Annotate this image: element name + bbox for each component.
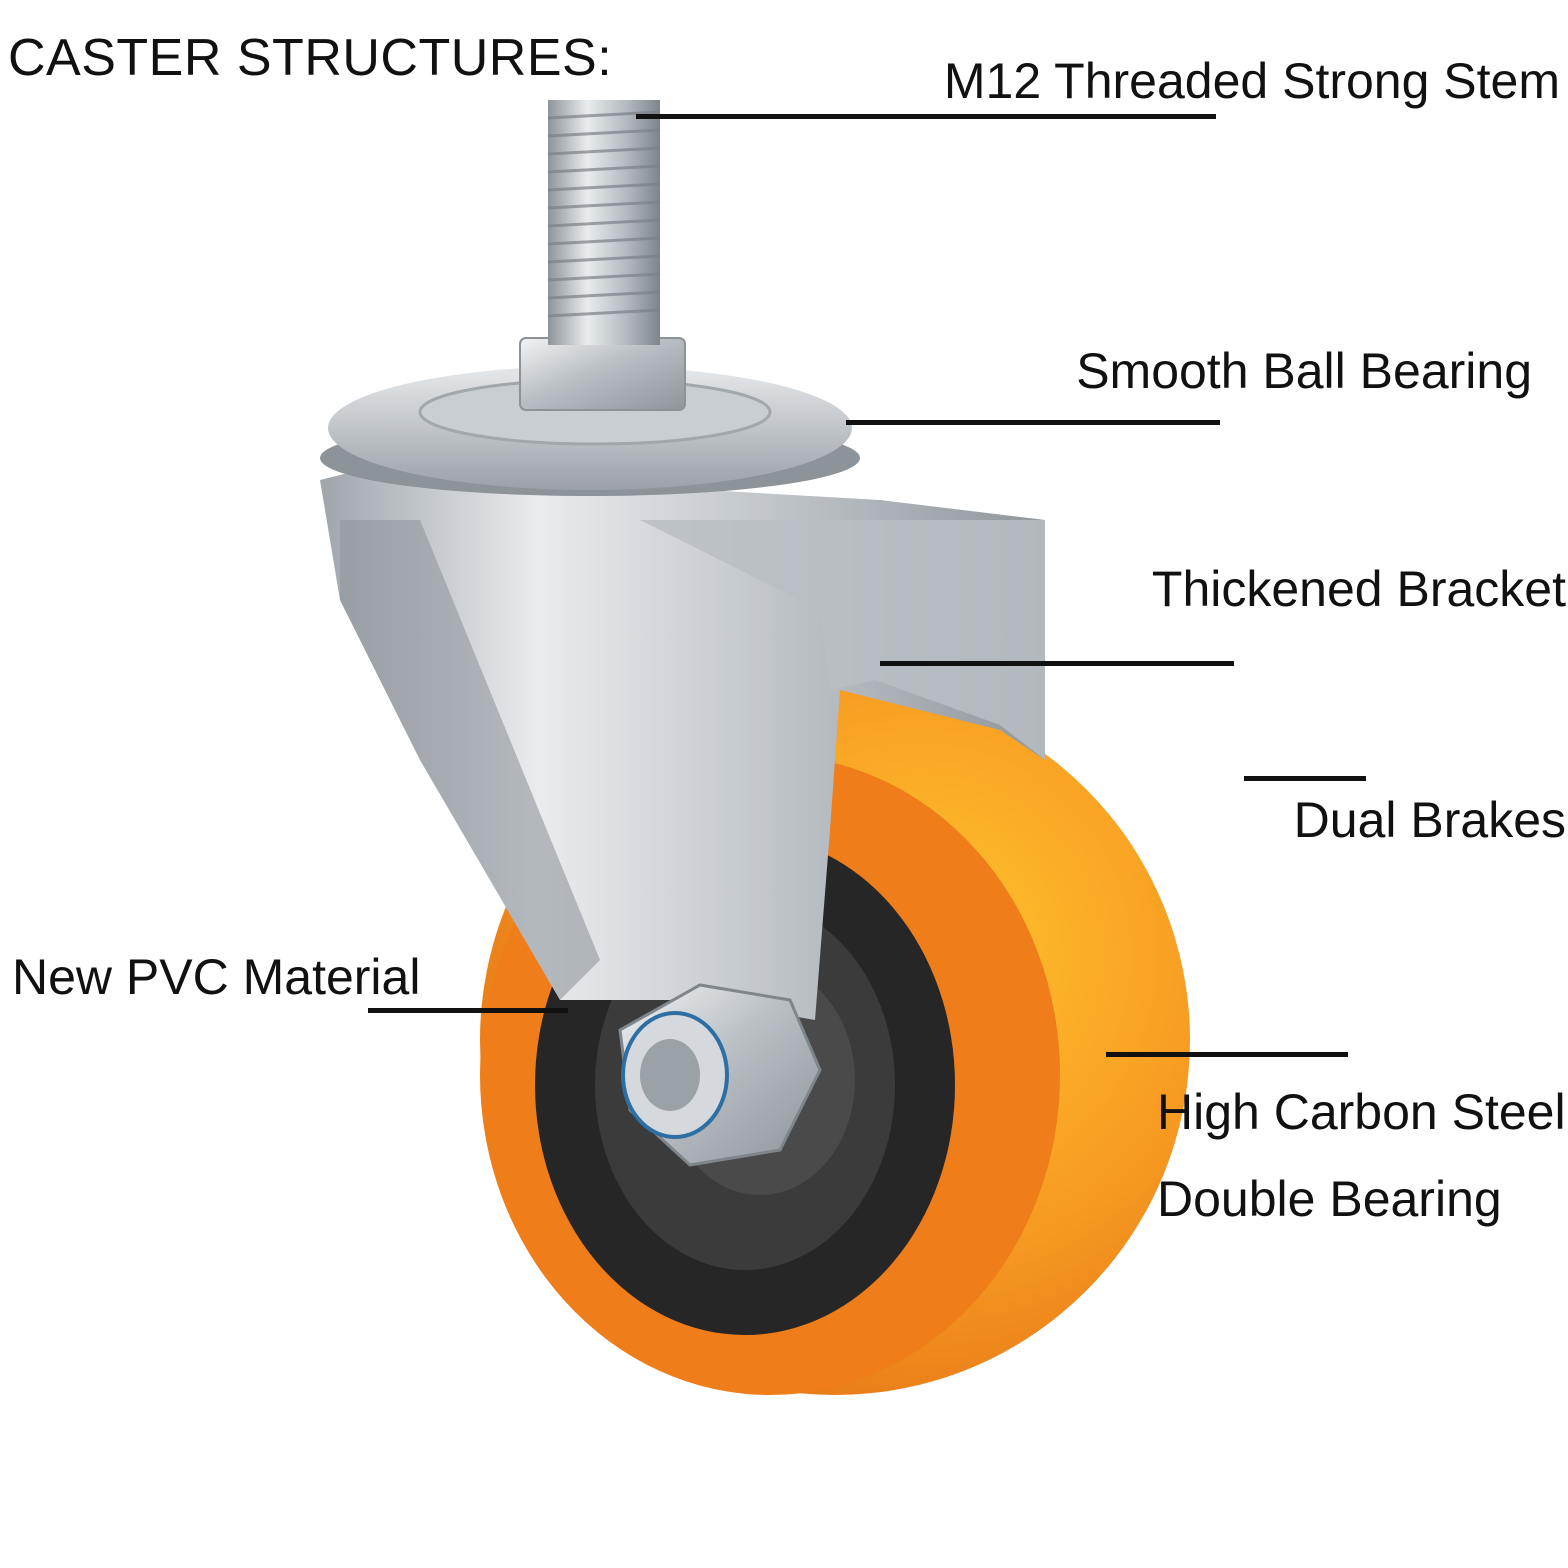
stem-threads [547,110,661,318]
bracket-flange [640,520,1045,760]
callout-pvc-leader [368,1008,568,1013]
callout-ball-bearing-leader [846,420,1220,425]
callout-brakes-label: Dual Brakes [1293,792,1566,848]
callout-bracket-leader [880,661,1234,666]
threaded-stem [519,100,686,411]
callout-stem-leader [636,114,1216,119]
stem-hex-base [519,337,686,411]
callout-steel-leader [1106,1052,1348,1057]
callout-brakes-leader [1244,776,1366,781]
callout-pvc-label: New PVC Material [12,949,421,1005]
callout-ball-bearing-label: Smooth Ball Bearing [1076,343,1532,399]
callout-stem-label: M12 Threaded Strong Stem [943,53,1560,109]
bracket-shadow [340,520,600,1000]
callout-steel-label: High Carbon Steel [1157,1084,1566,1140]
page-title: CASTER STRUCTURES: [8,29,613,87]
axle-bolt [618,983,822,1167]
swivel-bracket [320,470,1045,1020]
callout-double-bearing-label: Double Bearing [1157,1171,1502,1227]
bolt-head [640,1039,700,1111]
callout-bracket-label: Thickened Bracket [1151,561,1566,617]
